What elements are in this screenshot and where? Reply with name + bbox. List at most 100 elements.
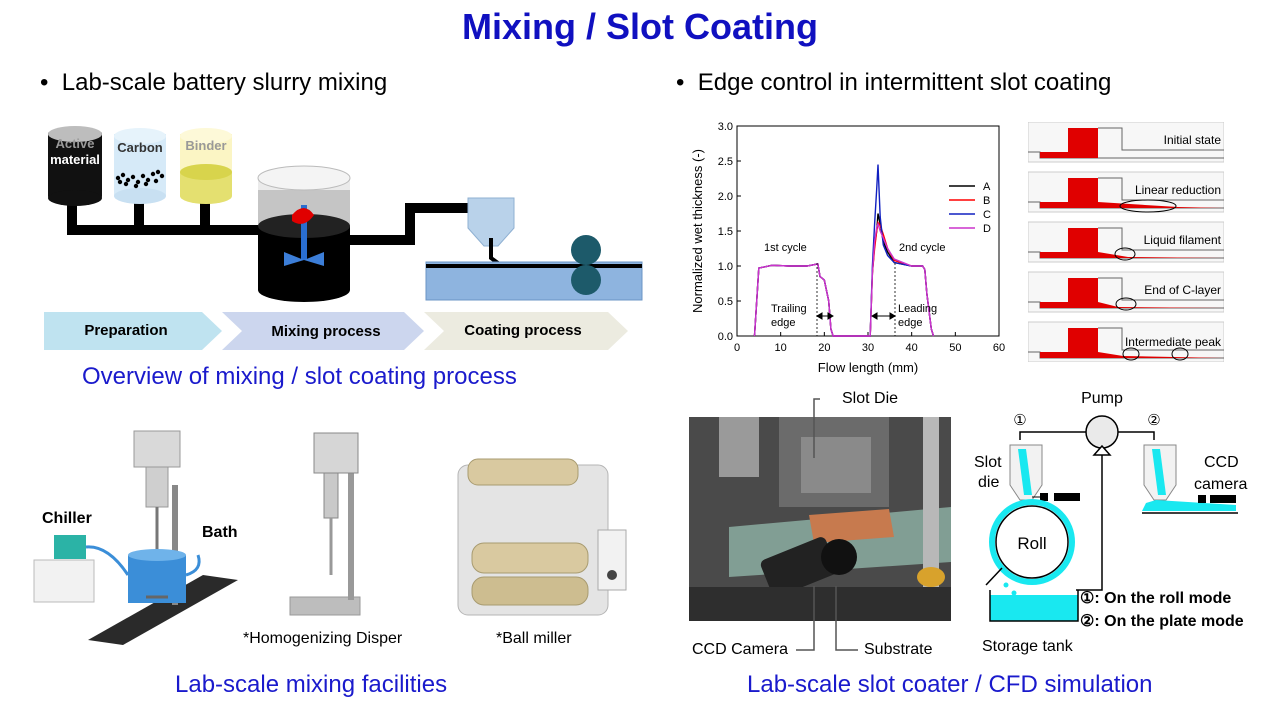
x-tick-label: 60	[993, 342, 1005, 354]
x-tick-label: 40	[906, 342, 918, 354]
left-bullet-text: Lab-scale battery slurry mixing	[61, 69, 388, 96]
caption-slot-coater: Lab-scale slot coater / CFD simulation	[747, 671, 1153, 698]
slot-die-assembly	[425, 197, 643, 301]
annotation-1st-cycle: 1st cycle	[764, 242, 807, 254]
roller-top	[571, 235, 601, 265]
pump-symbol	[1085, 415, 1119, 449]
ccd-label-1: CCD	[1204, 454, 1239, 471]
annotation-trailing-1: Trailing	[771, 303, 807, 315]
y-tick-label: 2.0	[718, 191, 733, 203]
pump-loop	[1019, 431, 1155, 591]
y-tick-label: 0.0	[718, 331, 733, 343]
legend-label-D: D	[983, 223, 991, 235]
y-axis-ticks: 0.0 0.5 1.0 1.5 2.0 2.5 3.0	[718, 121, 741, 343]
series-lines	[753, 164, 935, 337]
x-axis-label: Flow length (mm)	[818, 360, 918, 375]
tank-active-label-1: Active	[55, 136, 94, 151]
page-title: Mixing / Slot Coating	[462, 6, 818, 47]
slot-die-label-1: Slot	[974, 454, 1002, 471]
cfd-state-5: Intermediate peak	[1125, 335, 1222, 349]
bath-vessel	[128, 555, 186, 603]
cfd-panel-5: Intermediate peak	[1027, 321, 1225, 363]
ccd-camera-callout: CCD Camera	[692, 641, 789, 658]
chiller-head	[54, 535, 86, 559]
disper-label: *Homogenizing Disper	[243, 630, 403, 647]
mixer-impeller	[284, 252, 324, 266]
y-tick-label: 3.0	[718, 121, 733, 133]
x-tick-label: 30	[862, 342, 874, 354]
series-line-D	[753, 221, 935, 337]
caption-mixing-overview: Overview of mixing / slot coating proces…	[82, 363, 517, 390]
y-tick-label: 2.5	[718, 156, 733, 168]
x-tick-label: 20	[818, 342, 830, 354]
cfd-snapshots: Initial state Linear reduction Liquid fi…	[1027, 121, 1225, 363]
cfd-snapshot-panels: Initial state Linear reduction Liquid fi…	[1027, 121, 1225, 363]
mixing-tank	[257, 165, 351, 302]
storage-tank	[990, 595, 1078, 621]
slot-die-label-2: die	[978, 474, 999, 491]
tank-binder-label: Binder	[185, 138, 226, 153]
process-steps: Preparation Mixing process Coating proce…	[44, 312, 628, 350]
y-tick-label: 1.5	[718, 226, 733, 238]
cfd-panel-2: Linear reduction	[1027, 171, 1225, 213]
chiller-unit	[33, 559, 95, 603]
overhead-mixer: Chiller Bath	[33, 430, 238, 645]
x-tick-label: 50	[949, 342, 961, 354]
pump-label: Pump	[1081, 390, 1123, 407]
caption-mixing-facilities: Lab-scale mixing facilities	[175, 671, 448, 698]
y-axis-label: Normalized wet thickness (-)	[690, 149, 705, 313]
roll-label: Roll	[1017, 534, 1046, 553]
mode2-legend: ②: On the plate mode	[1080, 613, 1244, 630]
mode2-mark: ②	[1147, 412, 1160, 429]
step-mixing	[222, 312, 424, 350]
step-preparation	[44, 312, 222, 350]
annotation-leading-1: Leading	[898, 303, 937, 315]
homogenizing-disper	[289, 432, 361, 616]
y-tick-label: 0.5	[718, 296, 733, 308]
step-preparation-label: Preparation	[84, 322, 167, 339]
legend-label-B: B	[983, 195, 990, 207]
tank-active-material: Active material	[48, 126, 102, 206]
edge-arrows	[816, 312, 896, 320]
y-tick-label: 1.0	[718, 261, 733, 273]
ccd-label-2: camera	[1194, 476, 1247, 493]
mixer-red-blade	[292, 208, 314, 224]
substrate-callout: Substrate	[864, 641, 933, 658]
slot-coater-photo-art	[689, 417, 951, 621]
edge-guide-lines	[816, 263, 896, 336]
slot-die-roll-mode	[1009, 444, 1080, 501]
photo-callouts	[796, 398, 858, 651]
annotation-leading-2: edge	[898, 317, 922, 329]
x-tick-label: 0	[734, 342, 740, 354]
annotation-2nd-cycle: 2nd cycle	[899, 242, 945, 254]
bath-label: Bath	[202, 524, 238, 541]
cfd-panel-3: Liquid filament	[1027, 221, 1225, 263]
tank-binder: Binder	[180, 128, 232, 204]
annotation-trailing-2: edge	[771, 317, 795, 329]
cfd-state-2: Linear reduction	[1135, 183, 1221, 197]
slot-coater-photo	[689, 417, 951, 621]
right-bullet-text: Edge control in intermittent slot coatin…	[697, 69, 1112, 96]
tank-active-label-2: material	[50, 152, 100, 167]
tank-carbon: Carbon	[114, 128, 166, 204]
ball-miller-label: *Ball miller	[496, 630, 572, 647]
chiller-label: Chiller	[42, 510, 92, 527]
slot-die-callout: Slot Die	[842, 390, 899, 407]
cfd-state-1: Initial state	[1164, 133, 1222, 147]
legend-label-A: A	[983, 181, 991, 193]
mode1-mark: ①	[1013, 412, 1026, 429]
coater-schematic: Pump ① ② Slot die Roll Storage tank CCD …	[974, 390, 1247, 655]
substrate-plate	[425, 261, 643, 301]
cfd-panel-1: Initial state	[1027, 121, 1225, 163]
roller-bottom	[571, 265, 601, 295]
mixing-facilities-illustration: Chiller Bath *Homogenizing Disper *Ball …	[33, 430, 627, 647]
cfd-state-3: Liquid filament	[1144, 233, 1222, 247]
cfd-panel-4: End of C-layer	[1027, 271, 1225, 313]
step-coating-label: Coating process	[464, 322, 582, 339]
step-coating	[424, 312, 628, 350]
carbon-particles	[115, 169, 165, 189]
cfd-state-4: End of C-layer	[1144, 283, 1221, 297]
